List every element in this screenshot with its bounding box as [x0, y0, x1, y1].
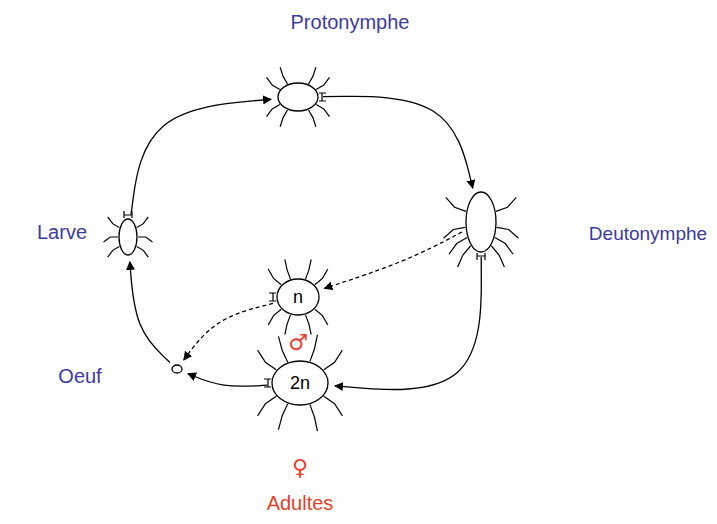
- body-ellipse: [272, 361, 328, 405]
- mite-leg: [268, 269, 281, 285]
- mite-stage: 2n♀: [271, 360, 329, 406]
- mite-leg: [278, 404, 287, 430]
- cycle-arrow: [188, 374, 267, 387]
- mite-leg: [138, 237, 152, 242]
- ploidy-label: 2n: [290, 374, 310, 392]
- group-label: Adultes: [267, 493, 334, 513]
- mite-leg: [267, 77, 280, 89]
- mite-leg: [458, 246, 471, 267]
- cycle-arrow: [130, 262, 170, 363]
- mite-leg: [316, 77, 329, 89]
- mite-leg: [278, 336, 287, 362]
- mite-leg: [268, 309, 281, 325]
- mite-stage: Protonymphe: [277, 82, 319, 112]
- mite-leg: [309, 67, 316, 84]
- mite-leg: [258, 396, 277, 416]
- mite-leg: [315, 309, 328, 325]
- mite-leg: [280, 110, 287, 127]
- body-ellipse: [172, 365, 182, 373]
- mite-leg: [316, 105, 329, 117]
- ploidy-label: n: [293, 288, 303, 306]
- mite-leg: [449, 238, 467, 255]
- mite-leg: [324, 350, 343, 370]
- cycle-arrow: [184, 303, 273, 360]
- stage-name: Deutonymphe: [589, 224, 707, 243]
- mite-stage: n♂: [276, 278, 320, 316]
- mite-body: [277, 82, 319, 112]
- mite-leg: [108, 247, 120, 258]
- mite-leg: [324, 396, 343, 416]
- mite-leg: [496, 197, 516, 211]
- mite-leg: [306, 259, 312, 279]
- mite-leg: [310, 335, 318, 361]
- stage-name: Larve: [37, 222, 87, 242]
- mite-leg: [309, 110, 316, 127]
- mite-leg: [491, 246, 504, 267]
- sex-symbol: ♀: [292, 457, 308, 479]
- mite-leg: [495, 238, 513, 255]
- cycle-arrow: [335, 257, 482, 390]
- mouthparts: [269, 293, 276, 301]
- mite-body: [118, 218, 138, 256]
- mite-leg: [104, 237, 118, 242]
- stage-name: Protonymphe: [291, 12, 410, 32]
- mite-leg: [137, 217, 149, 228]
- mite-leg: [267, 105, 280, 117]
- mite-leg: [310, 405, 318, 431]
- cycle-arrow: [324, 232, 462, 288]
- sex-symbol: ♂: [288, 332, 308, 354]
- mite-stage: Larve: [118, 218, 138, 256]
- body-ellipse: [277, 279, 319, 315]
- mite-leg: [258, 350, 277, 370]
- mite-stage: Deutonymphe: [465, 191, 497, 253]
- cycle-arrow: [131, 99, 271, 214]
- egg: Oeuf: [171, 364, 183, 374]
- mite-leg: [497, 227, 519, 238]
- mite-leg: [446, 197, 466, 211]
- body-ellipse: [119, 219, 137, 255]
- mite-leg: [280, 67, 287, 84]
- mite-leg: [285, 259, 291, 279]
- body-ellipse: [278, 83, 318, 111]
- mite-body: [465, 191, 497, 253]
- egg-outline: [171, 364, 183, 374]
- mite-leg: [137, 247, 149, 258]
- cycle-arrow: [323, 96, 473, 188]
- mite-leg: [315, 269, 328, 285]
- body-ellipse: [466, 192, 496, 252]
- stage-name: Oeuf: [58, 366, 101, 386]
- mite-leg: [108, 217, 120, 228]
